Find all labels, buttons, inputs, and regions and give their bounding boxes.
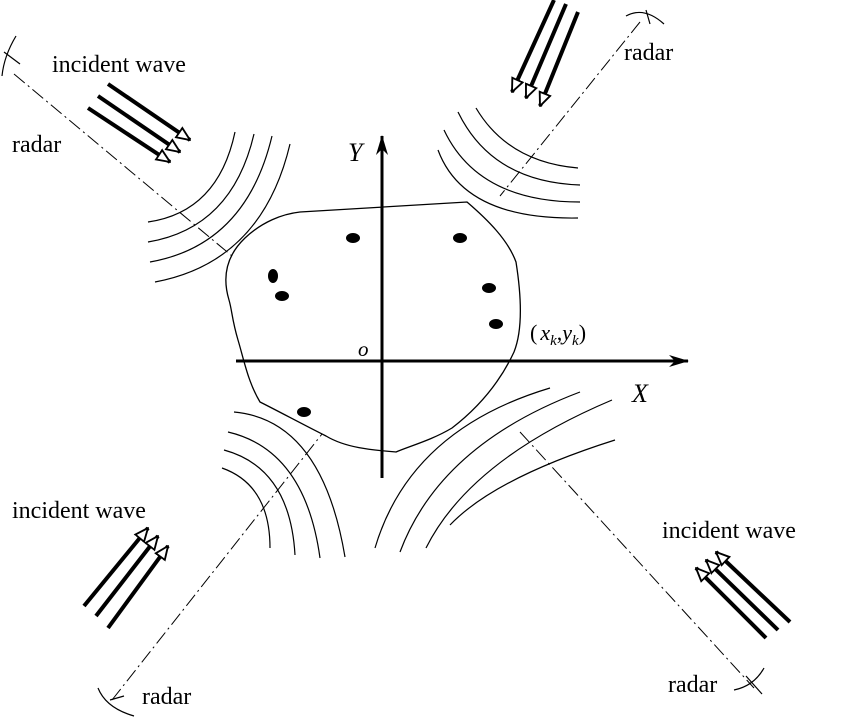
radar-antennas <box>1 9 765 717</box>
radar-antenna-bottom-right <box>733 667 765 695</box>
origin-label: o <box>358 337 369 361</box>
label-radar-top-right: radar <box>624 40 673 66</box>
scatterer <box>297 407 311 417</box>
radar-antenna-top-left <box>1 35 21 77</box>
incident-arrows-top-left <box>86 82 190 164</box>
scatterer <box>453 233 467 243</box>
label-radar-top-left: radar <box>12 132 61 158</box>
radar-antenna-bottom-left <box>97 687 135 717</box>
wavefronts-top-right <box>437 107 581 219</box>
wavefronts-bottom-left <box>221 411 346 559</box>
incident-arrows-top-right <box>510 0 580 106</box>
label-incident-wave-top-left: incident wave <box>52 52 186 78</box>
label-radar-bottom-left: radar <box>142 684 191 710</box>
scatterer <box>482 283 496 293</box>
wavefronts-bottom-right <box>374 387 616 553</box>
radar-line-bottom-right <box>519 431 755 689</box>
radar-antenna-top-right <box>625 9 665 25</box>
wavefronts-top-left <box>147 131 291 283</box>
incident-arrows-bottom-left <box>82 528 170 630</box>
radar-line-top-left <box>13 73 233 257</box>
label-radar-bottom-right: radar <box>668 672 717 698</box>
point-coordinate-label: (xk,yk) <box>530 320 586 349</box>
radar-line-bottom-left <box>111 433 323 701</box>
scatterer <box>275 291 289 301</box>
incident-arrows-bottom-right <box>696 552 792 640</box>
scatterer <box>268 269 278 283</box>
scatterers <box>268 233 503 417</box>
target-outline <box>225 201 521 453</box>
label-incident-wave-bottom-left: incident wave <box>12 498 146 524</box>
radar-line-top-right <box>499 21 641 197</box>
x-axis-label: X <box>631 379 649 408</box>
y-axis-label: Y <box>348 138 365 167</box>
label-incident-wave-bottom-right: incident wave <box>662 518 796 544</box>
scatterer <box>489 319 503 329</box>
radar-lines <box>13 21 755 701</box>
scatterer <box>346 233 360 243</box>
